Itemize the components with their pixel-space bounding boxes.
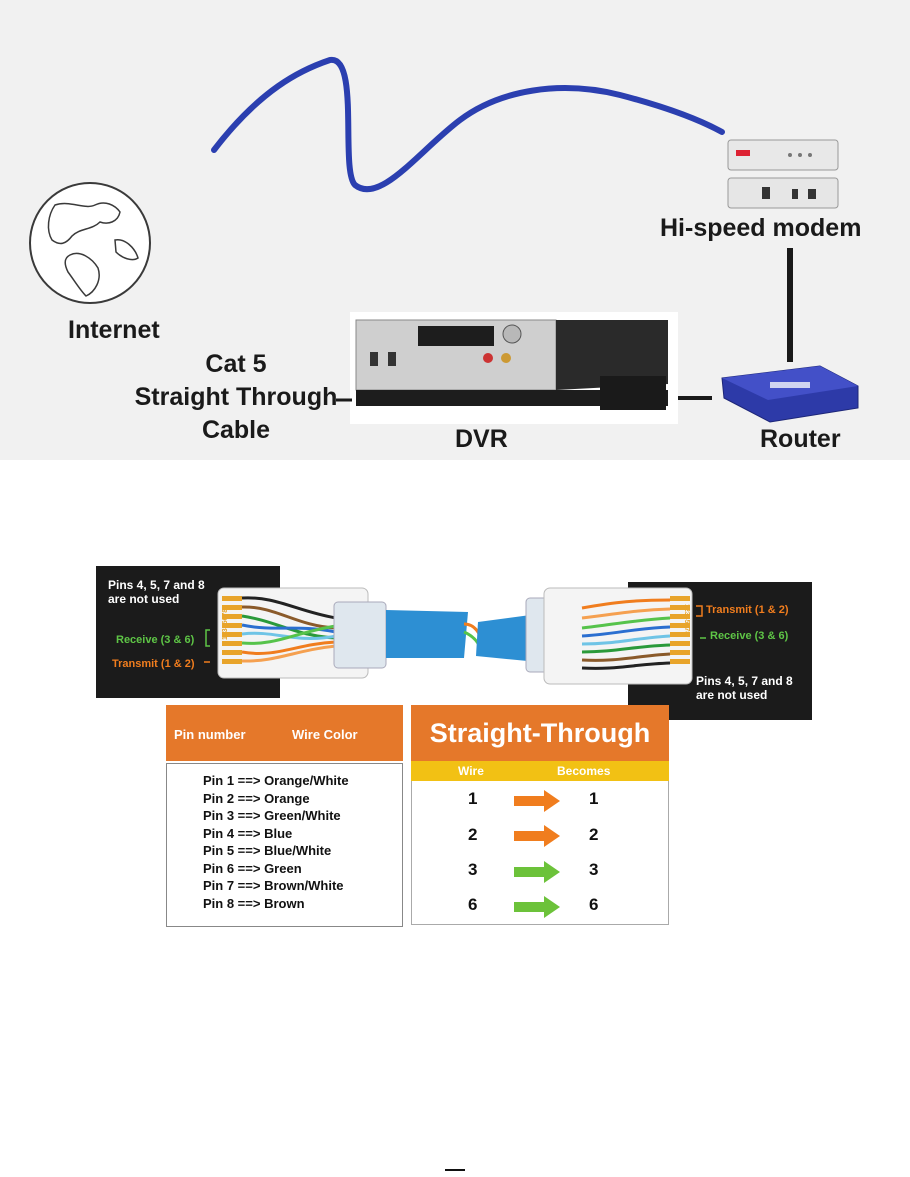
arrow-shape [514, 790, 560, 812]
cable-drawing [204, 587, 706, 685]
left-pins [222, 596, 242, 664]
right-jacket [476, 614, 538, 662]
pin-row: Pin 3 ==> Green/White [203, 808, 341, 823]
note-line: Pins 4, 5, 7 and 8 [696, 674, 793, 688]
wire-color-heading: Wire Color [292, 727, 358, 742]
modem-label: Hi-speed modem [660, 214, 862, 242]
pin-row: Pin 2 ==> Orange [203, 791, 310, 806]
dvr-icon [355, 319, 668, 410]
left-pin-numbers: 12345678 [222, 608, 229, 640]
straight-through-body: 1 1 2 2 3 3 6 6 [411, 781, 669, 925]
right-transmit-label: Transmit (1 & 2) [706, 604, 789, 616]
note-line: are not used [696, 688, 768, 702]
cable-label: Cat 5 Straight Through Cable [122, 348, 350, 447]
right-unused-note: Pins 4, 5, 7 and 8 are not used [696, 674, 793, 702]
becomes-number: 3 [589, 860, 599, 879]
note-line: are not used [108, 592, 180, 606]
wire-number: 3 [468, 860, 478, 879]
pin-number-heading: Pin number [174, 727, 246, 742]
pin-row: Pin 7 ==> Brown/White [203, 878, 344, 893]
network-diagram: Internet Hi-speed modem Router DVR Cat 5… [0, 0, 910, 460]
becomes-number: 1 [589, 789, 599, 808]
internet-label: Internet [68, 316, 160, 344]
pin-row: Pin 5 ==> Blue/White [203, 843, 332, 858]
becomes-column-heading: Becomes [557, 764, 611, 778]
left-jacket [386, 610, 468, 658]
left-receive-label: Receive (3 & 6) [116, 634, 195, 646]
straight-through-title: Straight-Through [411, 705, 669, 761]
left-transmit-label: Transmit (1 & 2) [112, 658, 195, 670]
internet-cable [211, 57, 725, 193]
router-icon [721, 365, 859, 423]
cable-label-line: Cat 5 [205, 350, 267, 378]
left-unused-note: Pins 4, 5, 7 and 8 are not used [108, 578, 205, 606]
cable-label-line: Straight Through [134, 383, 338, 411]
pin-list: Pin 1 ==> Orange/White Pin 2 ==> Orange … [166, 763, 403, 927]
pin-row: Pin 6 ==> Green [203, 861, 302, 876]
wire-number: 1 [468, 789, 478, 808]
note-line: Pins 4, 5, 7 and 8 [108, 578, 205, 592]
arrow-right-icon [514, 825, 560, 847]
router-label: Router [760, 425, 841, 453]
pin-row: Pin 4 ==> Blue [203, 826, 293, 841]
arrow-shape [514, 896, 560, 918]
becomes-number: 2 [589, 825, 599, 844]
wire-column-heading: Wire [458, 764, 484, 778]
network-drawing [29, 57, 859, 424]
globe-icon [29, 182, 151, 304]
wire-number: 2 [468, 825, 478, 844]
arrow-right-icon [514, 896, 560, 918]
cable-label-line: Cable [201, 416, 271, 444]
straight-through-subheader: Wire Becomes [411, 761, 669, 781]
page-footer-mark [445, 1169, 465, 1171]
dvr-label: DVR [455, 425, 508, 453]
arrow-right-icon [514, 861, 560, 883]
pin-row: Pin 1 ==> Orange/White [203, 773, 349, 788]
arrow-shape [514, 861, 560, 883]
right-connector [543, 587, 693, 685]
right-receive-label: Receive (3 & 6) [710, 630, 789, 642]
becomes-number: 6 [589, 895, 599, 914]
right-pin-numbers: 12345678 [683, 604, 690, 636]
right-pins [670, 596, 690, 664]
wire-number: 6 [468, 895, 478, 914]
pin-table-header: Pin number Wire Color [166, 705, 403, 761]
arrow-shape [514, 825, 560, 847]
pin-row: Pin 8 ==> Brown [203, 896, 305, 911]
arrow-right-icon [514, 790, 560, 812]
modem-icon [727, 139, 839, 209]
